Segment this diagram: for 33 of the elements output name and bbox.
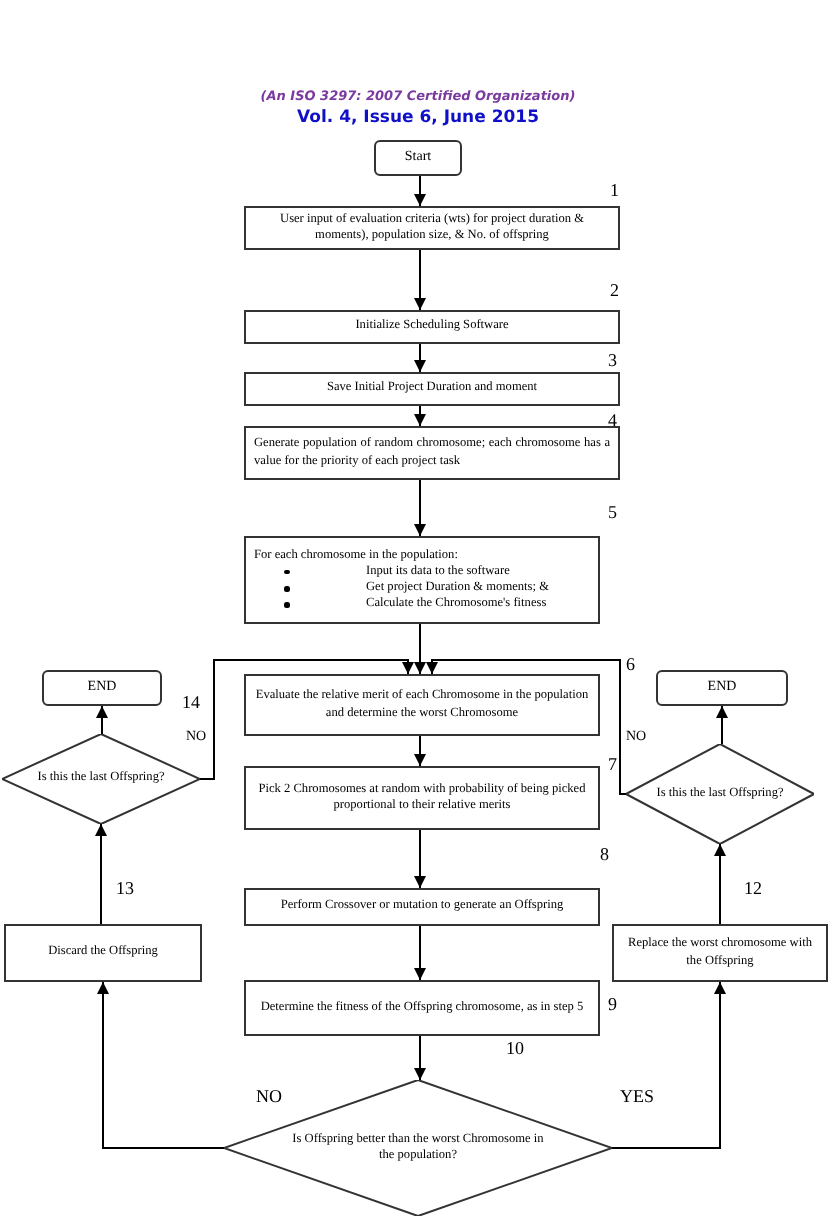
arrow — [714, 843, 726, 925]
arrow — [414, 479, 426, 537]
step-number: 4 — [608, 410, 617, 430]
step-number: 2 — [610, 280, 619, 300]
step-number: 1 — [610, 180, 619, 200]
arrow — [716, 705, 728, 745]
arrow — [414, 405, 426, 427]
arrow — [199, 659, 414, 780]
step-number: 3 — [608, 350, 617, 370]
edge-label: NO — [256, 1086, 282, 1106]
arrow — [426, 659, 627, 795]
edge-label: YES — [620, 1086, 655, 1106]
arrow — [414, 925, 426, 981]
arrow — [414, 829, 426, 889]
arrow — [95, 823, 107, 925]
step-number: 7 — [608, 754, 617, 774]
arrow — [97, 981, 225, 1149]
step-number: 14 — [182, 692, 200, 712]
step-number: 10 — [506, 1038, 524, 1058]
arrow — [414, 623, 426, 675]
step-number: 13 — [116, 878, 134, 898]
step-number: 6 — [626, 654, 635, 674]
step-number: 12 — [744, 878, 762, 898]
step-number: 5 — [608, 502, 617, 522]
step-number: 8 — [600, 844, 609, 864]
arrow — [414, 1035, 426, 1081]
arrow — [414, 249, 426, 311]
step-number: 9 — [608, 994, 617, 1014]
arrow — [414, 175, 426, 207]
arrow — [414, 735, 426, 767]
arrow — [414, 343, 426, 373]
arrow — [96, 705, 108, 735]
arrow — [611, 981, 726, 1149]
